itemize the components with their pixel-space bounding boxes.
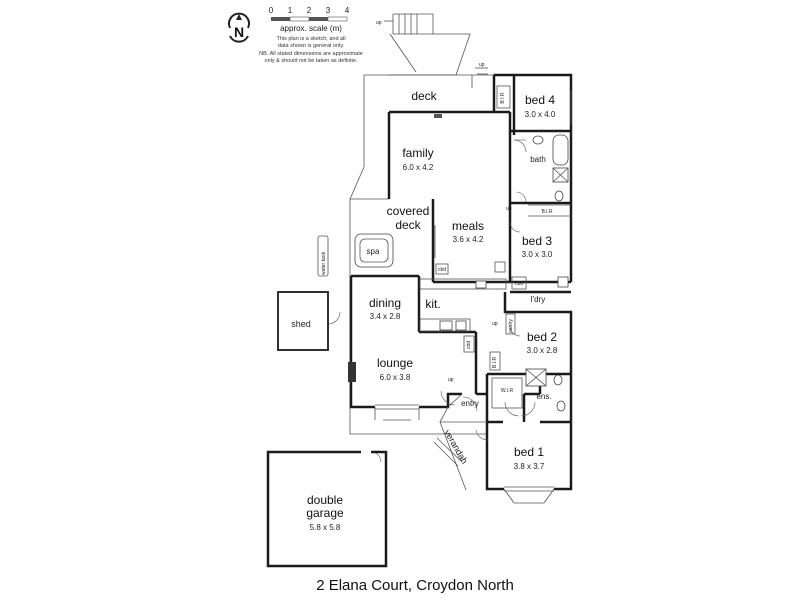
oven-icon xyxy=(455,320,467,331)
scale-tick-1: 1 xyxy=(288,6,293,15)
top-stairs xyxy=(384,13,488,88)
room-garage-2: garage xyxy=(306,506,344,520)
room-bed4-dims: 3.0 x 4.0 xyxy=(525,110,556,119)
cooktop-icon xyxy=(439,320,453,331)
page-title: 2 Elana Court, Croydon North xyxy=(316,577,514,594)
room-bed1: bed 1 xyxy=(514,445,544,459)
room-bed3: bed 3 xyxy=(522,234,552,248)
room-family: family xyxy=(402,146,433,160)
scale-note-1: This plan is a sketch, and all xyxy=(276,36,345,42)
room-dining: dining xyxy=(369,296,401,310)
scale-label: approx. scale (m) xyxy=(280,24,342,33)
room-ensuite: ens. xyxy=(536,392,551,401)
kitchen-bench-top xyxy=(419,278,507,290)
trough-icon xyxy=(557,276,569,288)
up-label-kitchen: up xyxy=(492,321,498,327)
room-entry: entry xyxy=(461,399,479,408)
hall-cbd-label: cbd xyxy=(466,341,472,349)
laundry-cbd-label: cbd xyxy=(515,281,523,287)
room-kitchen: kit. xyxy=(425,297,440,311)
bed1-wir-label: W.I.R xyxy=(501,388,514,394)
laundry-cupboard xyxy=(511,276,527,290)
pantry-label: pantry xyxy=(508,319,514,333)
room-garage-dims: 5.8 x 5.8 xyxy=(310,523,341,532)
room-lounge: lounge xyxy=(377,356,413,370)
fireplace-icon xyxy=(348,362,356,382)
scale-note-4: only & should not be taken as definite. xyxy=(265,58,358,64)
sink-icon xyxy=(475,280,487,289)
room-bed4: bed 4 xyxy=(525,93,555,107)
room-family-dims: 6.0 x 4.2 xyxy=(403,163,434,172)
heater-icon xyxy=(434,114,442,118)
kitchen-bench-bottom xyxy=(419,318,471,332)
water-tank-icon xyxy=(317,235,329,277)
room-meals-dims: 3.6 x 4.2 xyxy=(453,235,484,244)
ensuite-basin-icon xyxy=(556,400,566,412)
room-dining-dims: 3.4 x 2.8 xyxy=(370,312,401,321)
bath-fixtures xyxy=(532,134,569,202)
hall-cupboard xyxy=(463,335,475,353)
scale-tick-4: 4 xyxy=(345,6,350,15)
spa-icon xyxy=(354,233,394,268)
up-label-lounge: up xyxy=(448,377,454,383)
scale-note-3: NB. All stated dimensions are approximat… xyxy=(259,51,363,57)
garage-outline xyxy=(266,450,388,568)
compass-label: N xyxy=(234,24,244,40)
room-shed: shed xyxy=(291,319,311,329)
scale-tick-0: 0 xyxy=(269,6,274,15)
room-bed1-dims: 3.8 x 3.7 xyxy=(514,462,545,471)
scale-note-2: data shown is general only. xyxy=(278,43,345,49)
room-bed2: bed 2 xyxy=(527,330,557,344)
label-water-tank: water tank xyxy=(321,251,327,275)
up-label-deck: up xyxy=(479,62,485,68)
room-bath: bath xyxy=(530,155,546,164)
room-lounge-dims: 6.0 x 3.8 xyxy=(380,373,411,382)
verandah-outline xyxy=(433,393,487,491)
room-deck: deck xyxy=(411,89,437,103)
bed3-robe-label: B.I.R xyxy=(541,209,553,215)
scale-tick-3: 3 xyxy=(326,6,331,15)
scale-tick-2: 2 xyxy=(307,6,312,15)
toilet-icon xyxy=(554,190,564,202)
meals-cupboard xyxy=(435,263,449,275)
bed2-robe-label: B.I.R xyxy=(492,356,498,368)
room-garage-1: double xyxy=(307,493,343,507)
windows xyxy=(374,90,572,504)
basin-icon xyxy=(532,135,544,145)
fridge-icon xyxy=(494,261,506,273)
doors xyxy=(327,139,536,463)
house-walls xyxy=(349,73,573,491)
up-label-meals: up xyxy=(506,206,512,212)
bed4-robe xyxy=(496,85,511,109)
room-bed3-dims: 3.0 x 3.0 xyxy=(522,250,553,259)
ensuite-toilet-icon xyxy=(553,374,563,386)
room-bed2-dims: 3.0 x 2.8 xyxy=(527,346,558,355)
room-meals: meals xyxy=(452,219,484,233)
shed-outline xyxy=(277,291,329,351)
bed2-robe xyxy=(489,351,501,371)
meals-cbd-label: cbd xyxy=(438,267,446,273)
north-compass-icon: N xyxy=(228,12,250,43)
bed4-robe-label: B I R xyxy=(500,92,506,104)
room-covered-deck-1: covered xyxy=(387,204,430,218)
room-spa: spa xyxy=(367,247,380,256)
room-laundry: l'dry xyxy=(531,295,545,304)
bathtub-icon xyxy=(552,134,569,166)
pantry-box xyxy=(505,313,516,335)
scale-bar: 0 1 2 3 4 approx. scale (m) This plan is… xyxy=(259,6,363,64)
wir-box xyxy=(491,377,523,409)
up-label-stairs: up xyxy=(376,20,382,26)
room-covered-deck-2: deck xyxy=(395,218,421,232)
